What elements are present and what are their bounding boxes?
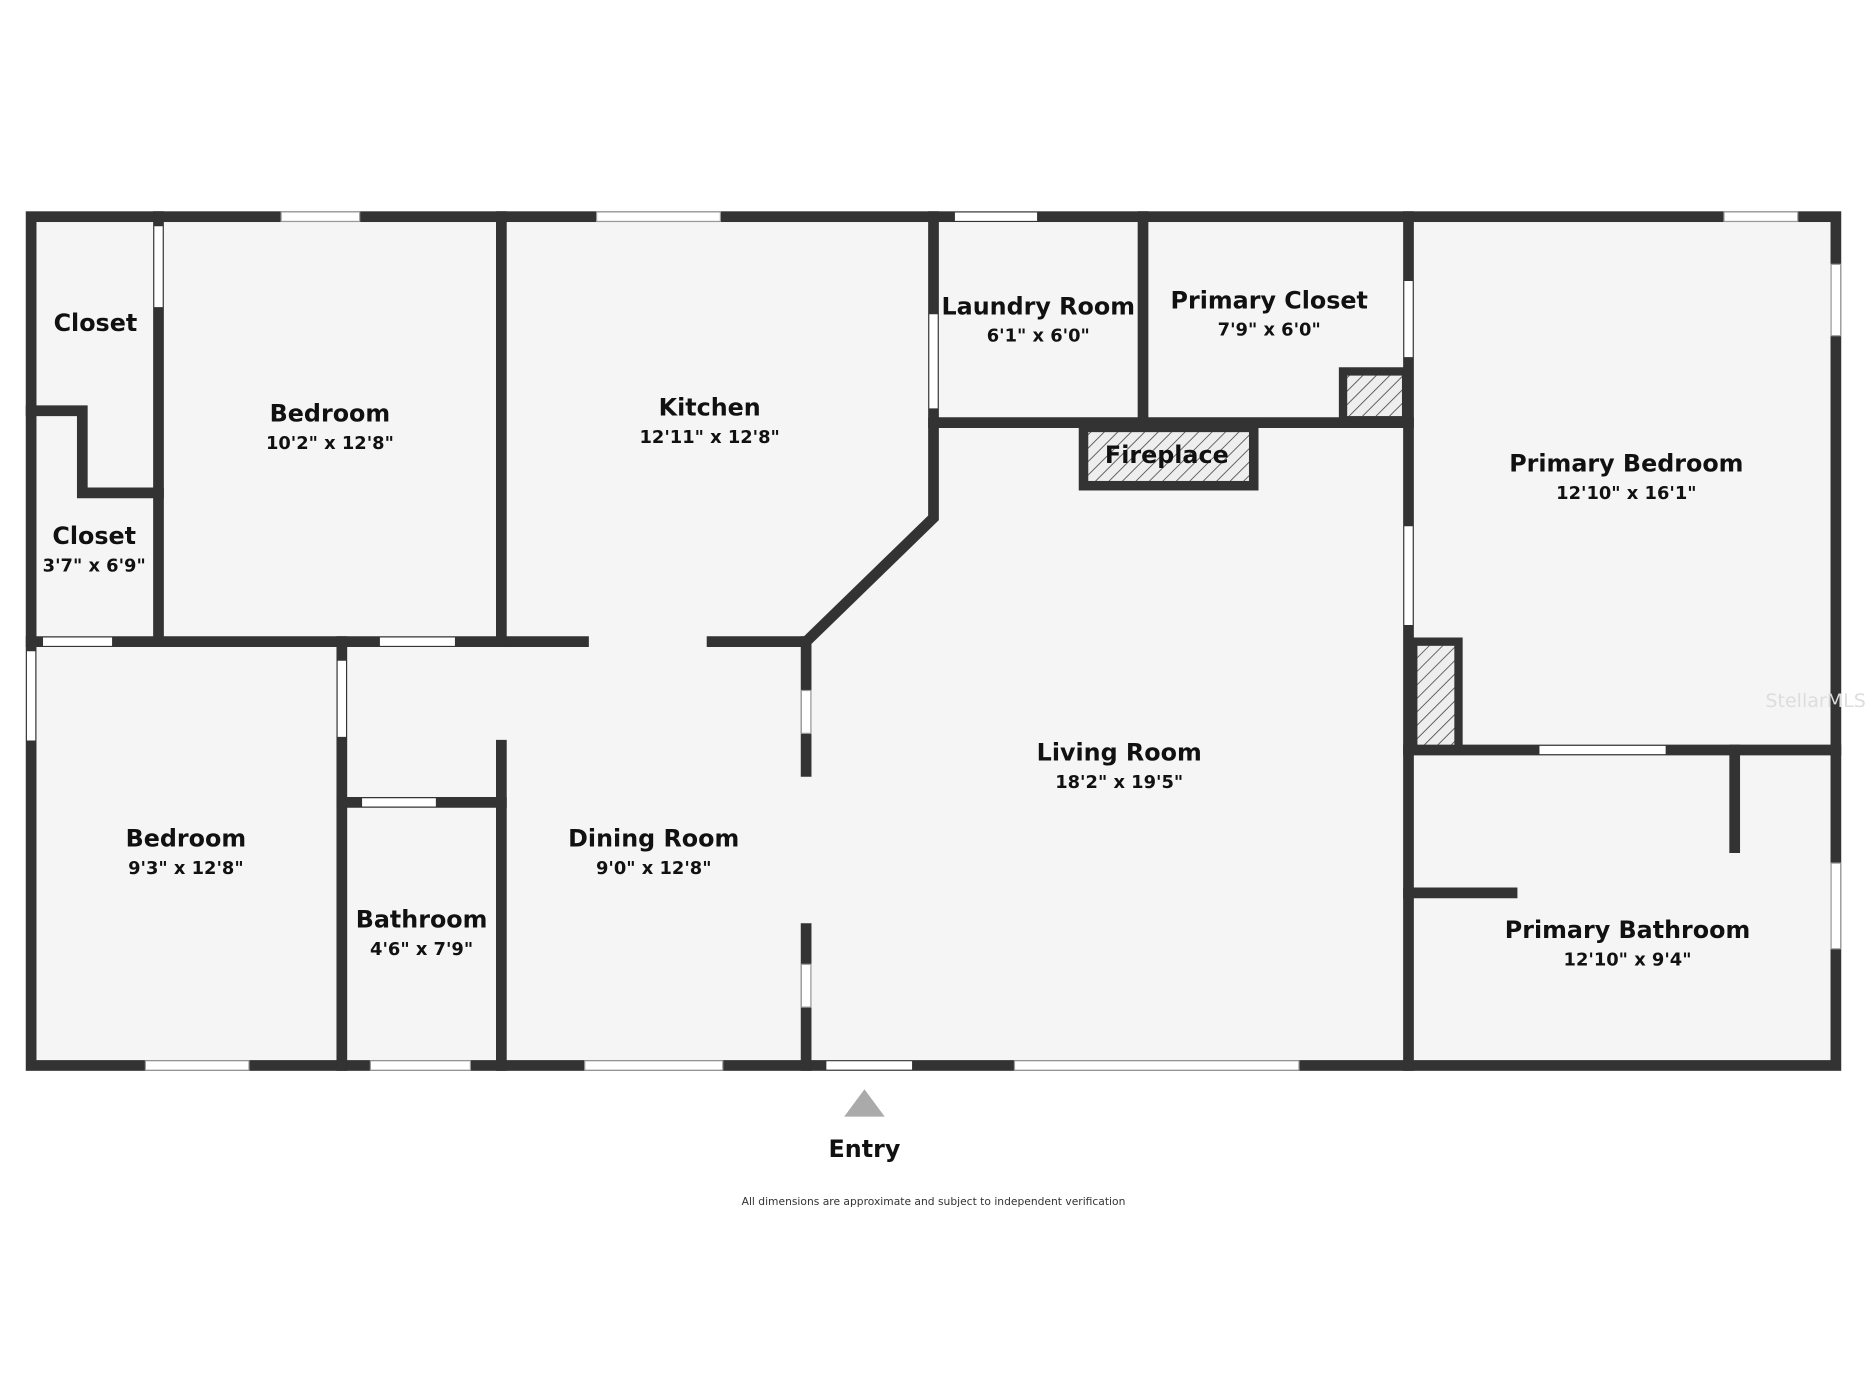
room-name: Dining Room bbox=[568, 824, 739, 852]
room-labels: Closet Closet 3'7" x 6'9" Bedroom 10'2" … bbox=[43, 286, 1751, 970]
room-name: Bedroom bbox=[270, 399, 391, 427]
room-name: Laundry Room bbox=[942, 292, 1136, 320]
watermark: StellarMLS bbox=[1765, 690, 1865, 712]
room-dims: 12'10" x 9'4" bbox=[1564, 949, 1692, 970]
room-dims: 9'0" x 12'8" bbox=[596, 858, 712, 879]
room-dims: 6'1" x 6'0" bbox=[987, 326, 1090, 347]
room-name: Primary Bathroom bbox=[1505, 916, 1750, 944]
disclaimer: All dimensions are approximate and subje… bbox=[742, 1195, 1126, 1208]
room-name: Primary Bedroom bbox=[1509, 449, 1743, 477]
windows bbox=[144, 211, 1842, 1071]
room-name: Bedroom bbox=[126, 824, 247, 852]
built-in bbox=[1409, 637, 1463, 753]
room-dims: 3'7" x 6'9" bbox=[43, 555, 146, 576]
openings bbox=[26, 212, 1666, 1070]
room-dims: 12'11" x 12'8" bbox=[640, 427, 780, 448]
room-dims: 7'9" x 6'0" bbox=[1218, 320, 1321, 341]
chimney-box bbox=[1338, 367, 1411, 425]
room-name: Fireplace bbox=[1105, 441, 1229, 469]
room-dims: 12'10" x 16'1" bbox=[1556, 483, 1696, 504]
room-name: Kitchen bbox=[659, 393, 761, 421]
fireplace bbox=[1078, 422, 1259, 491]
entry-arrow-icon bbox=[844, 1089, 885, 1117]
room-dims: 18'2" x 19'5" bbox=[1055, 772, 1183, 793]
entry-label: Entry bbox=[829, 1135, 901, 1163]
room-dims: 10'2" x 12'8" bbox=[266, 433, 394, 454]
room-dims: 4'6" x 7'9" bbox=[370, 939, 473, 960]
room-name: Closet bbox=[54, 309, 138, 337]
room-name: Bathroom bbox=[356, 905, 488, 933]
room-name: Primary Closet bbox=[1171, 286, 1368, 314]
room-dims: 9'3" x 12'8" bbox=[128, 858, 244, 879]
room-name: Living Room bbox=[1037, 739, 1202, 767]
room-name: Closet bbox=[52, 522, 136, 550]
